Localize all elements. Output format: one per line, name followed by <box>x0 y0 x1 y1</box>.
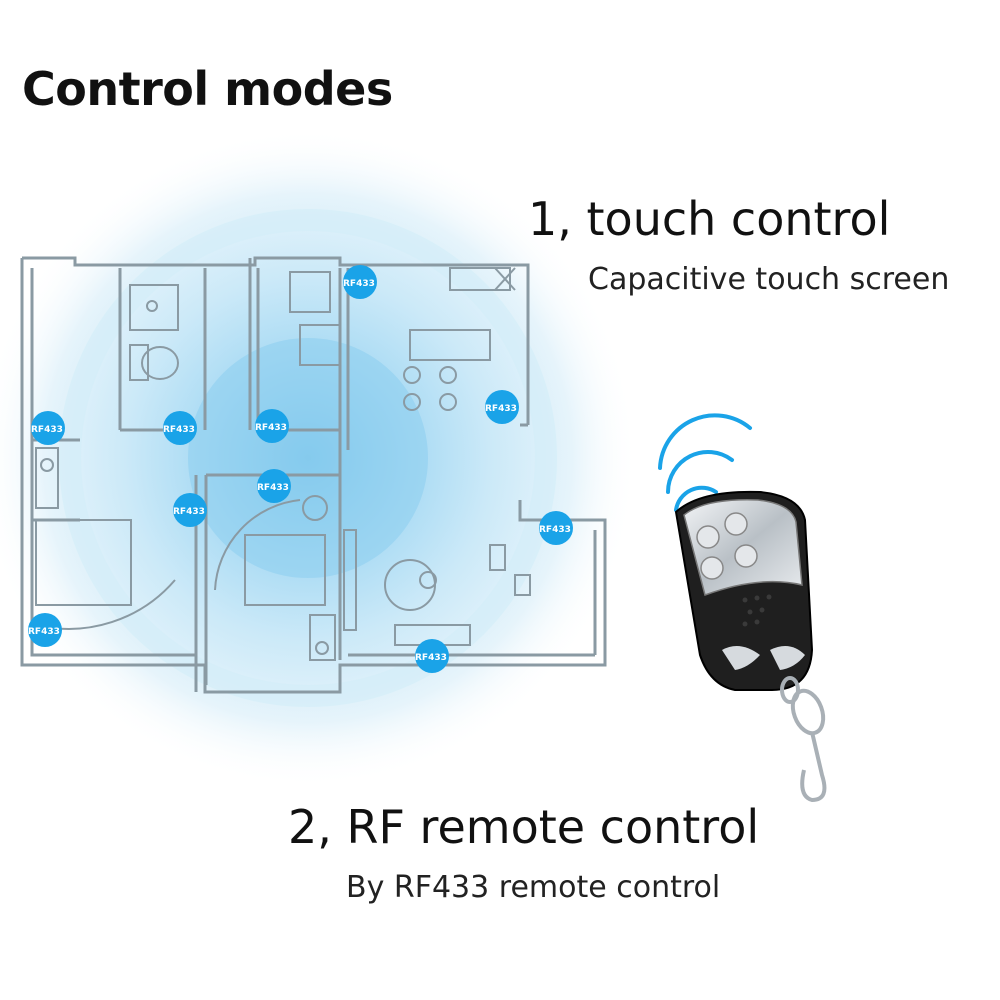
svg-text:RF433: RF433 <box>257 483 289 493</box>
remote-button-b <box>724 512 748 536</box>
signal-ring-outer <box>59 209 557 707</box>
rf-remote-icon <box>674 490 814 691</box>
mode-touch-heading: 1, touch control <box>528 192 891 246</box>
rf-node: RF433 <box>343 265 377 299</box>
mode-rf-heading: 2, RF remote control <box>288 800 760 854</box>
mode-rf-subtitle: By RF433 remote control <box>346 870 721 905</box>
rf-node: RF433 <box>257 469 291 503</box>
rf-node: RF433 <box>28 613 62 647</box>
rf-node: RF433 <box>163 411 197 445</box>
svg-text:RF433: RF433 <box>485 404 517 414</box>
svg-text:RF433: RF433 <box>415 653 447 663</box>
rf433-nodes: RF433 RF433 RF433 RF433 RF433 RF433 RF43… <box>28 265 573 673</box>
mode-touch-subtitle: Capacitive touch screen <box>588 262 950 297</box>
page-title: Control modes <box>22 62 393 116</box>
rf-node: RF433 <box>173 493 207 527</box>
svg-text:RF433: RF433 <box>343 279 375 289</box>
rf-node: RF433 <box>485 390 519 424</box>
remote-button-d <box>734 544 758 568</box>
svg-text:RF433: RF433 <box>163 425 195 435</box>
rf-node: RF433 <box>31 411 65 445</box>
remote-button-c <box>700 556 724 580</box>
keyring-icon <box>780 676 827 803</box>
wifi-signal-icon <box>658 413 752 512</box>
floorplan-furniture <box>35 267 531 661</box>
svg-text:RF433: RF433 <box>28 627 60 637</box>
svg-text:RF433: RF433 <box>173 507 205 517</box>
svg-text:RF433: RF433 <box>539 525 571 535</box>
rf-node: RF433 <box>539 511 573 545</box>
svg-text:RF433: RF433 <box>255 423 287 433</box>
signal-ring-inner <box>188 338 428 578</box>
rf-node: RF433 <box>255 409 289 443</box>
rf-node: RF433 <box>415 639 449 673</box>
svg-text:RF433: RF433 <box>31 425 63 435</box>
remote-button-a <box>696 525 720 549</box>
